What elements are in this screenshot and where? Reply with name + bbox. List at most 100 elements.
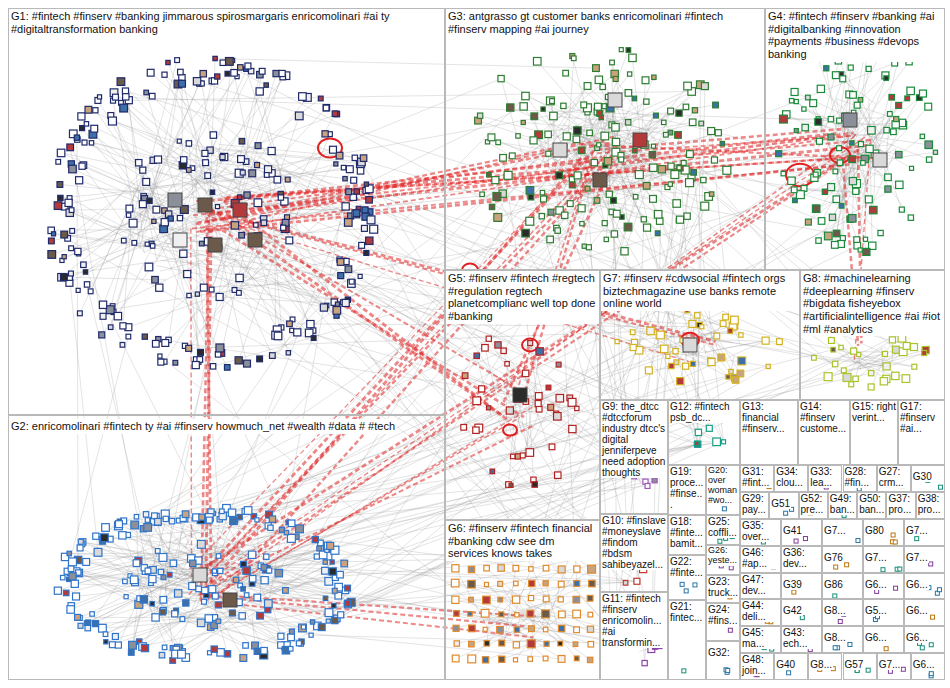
red-edge	[597, 129, 845, 150]
vertex-icon	[474, 353, 479, 358]
vertex-icon	[526, 187, 534, 195]
vertex-icon	[578, 205, 585, 212]
vertex-icon	[159, 652, 165, 658]
vertex-icon	[69, 558, 77, 566]
vertex-icon	[261, 220, 266, 225]
vertex-icon	[600, 84, 605, 89]
vertex-icon	[89, 141, 93, 145]
vertex-icon	[858, 248, 862, 252]
vertex-icon	[612, 138, 619, 145]
vertex-icon	[238, 65, 243, 70]
vertex-icon	[613, 76, 618, 81]
vertex-icon	[210, 190, 214, 194]
vertex-icon	[816, 138, 822, 144]
vertex-icon	[150, 602, 154, 606]
vertex-icon	[337, 571, 344, 578]
edge-line	[78, 560, 613, 632]
vertex-icon	[574, 172, 581, 179]
vertex-icon	[822, 189, 827, 194]
edge-line	[78, 573, 189, 623]
vertex-icon	[172, 611, 178, 617]
vertex-icon	[261, 647, 267, 653]
edge-line	[148, 527, 155, 561]
vertex-icon	[243, 567, 250, 574]
self-loop	[786, 164, 814, 186]
edge-line	[133, 235, 242, 645]
vertex-icon	[133, 560, 140, 567]
edge-line	[150, 604, 263, 655]
vertex-icon	[506, 407, 513, 414]
vertex-icon	[348, 280, 356, 288]
vertex-icon	[206, 517, 212, 523]
vertex-icon	[676, 216, 683, 223]
vertex-icon	[850, 141, 854, 145]
edge-line	[118, 212, 170, 316]
vertex-icon	[831, 241, 838, 248]
vertex-icon	[209, 586, 216, 593]
red-edge	[201, 417, 520, 602]
red-edge	[205, 160, 846, 588]
vertex-icon	[484, 582, 488, 586]
vertex-icon	[513, 565, 519, 571]
vertex-icon	[288, 634, 295, 641]
vertex-icon	[556, 362, 561, 367]
edge-line	[205, 341, 766, 591]
vertex-icon	[870, 206, 877, 213]
red-edge	[199, 136, 607, 577]
edge-line	[148, 520, 656, 647]
vertex-icon	[619, 48, 623, 52]
vertex-icon	[153, 206, 160, 213]
vertex-icon	[473, 427, 479, 433]
vertex-icon	[312, 536, 318, 542]
vertex-icon	[580, 222, 584, 226]
vertex-icon	[279, 527, 284, 532]
vertex-icon	[307, 320, 314, 327]
vertex-icon	[606, 191, 612, 197]
vertex-icon	[345, 585, 351, 591]
vertex-icon	[155, 549, 160, 554]
edge-line	[143, 204, 292, 538]
vertex-icon	[563, 70, 569, 76]
edge-line	[879, 56, 899, 134]
vertex-icon	[509, 153, 515, 159]
vertex-icon	[863, 237, 867, 241]
edge-line	[165, 75, 212, 175]
edge-line	[67, 337, 128, 572]
vertex-icon	[501, 348, 506, 353]
vertex-icon	[488, 134, 495, 141]
red-edge	[222, 230, 524, 417]
vertex-icon	[354, 189, 359, 194]
vertex-icon	[78, 539, 83, 544]
vertex-icon	[633, 148, 637, 152]
vertex-icon	[244, 360, 251, 367]
edge-line	[95, 110, 181, 230]
edge-line	[146, 92, 205, 287]
vertex-icon	[342, 203, 349, 210]
vertex-icon	[546, 97, 554, 105]
edge-line	[498, 63, 895, 217]
vertex-icon	[532, 482, 537, 487]
vertex-icon	[192, 362, 199, 369]
edge-line	[163, 74, 228, 156]
vertex-icon	[563, 133, 570, 140]
vertex-icon	[140, 596, 147, 603]
edge-line	[715, 338, 735, 378]
vertex-icon	[123, 579, 128, 584]
vertex-icon	[136, 160, 142, 166]
vertex-icon	[361, 225, 367, 231]
vertex-icon	[238, 156, 245, 163]
vertex-icon	[81, 262, 87, 268]
edge-line	[865, 178, 866, 240]
red-edge	[207, 201, 212, 594]
vertex-icon	[175, 58, 180, 63]
edge-line	[70, 198, 235, 287]
edge-line	[584, 246, 835, 364]
edge-line	[826, 68, 838, 143]
vertex-icon	[126, 213, 130, 217]
vertex-icon	[186, 141, 191, 146]
vertex-icon	[854, 102, 860, 108]
vertex-icon	[237, 195, 241, 199]
red-edge	[190, 229, 192, 587]
vertex-icon	[789, 99, 793, 103]
edge-line	[82, 166, 177, 206]
